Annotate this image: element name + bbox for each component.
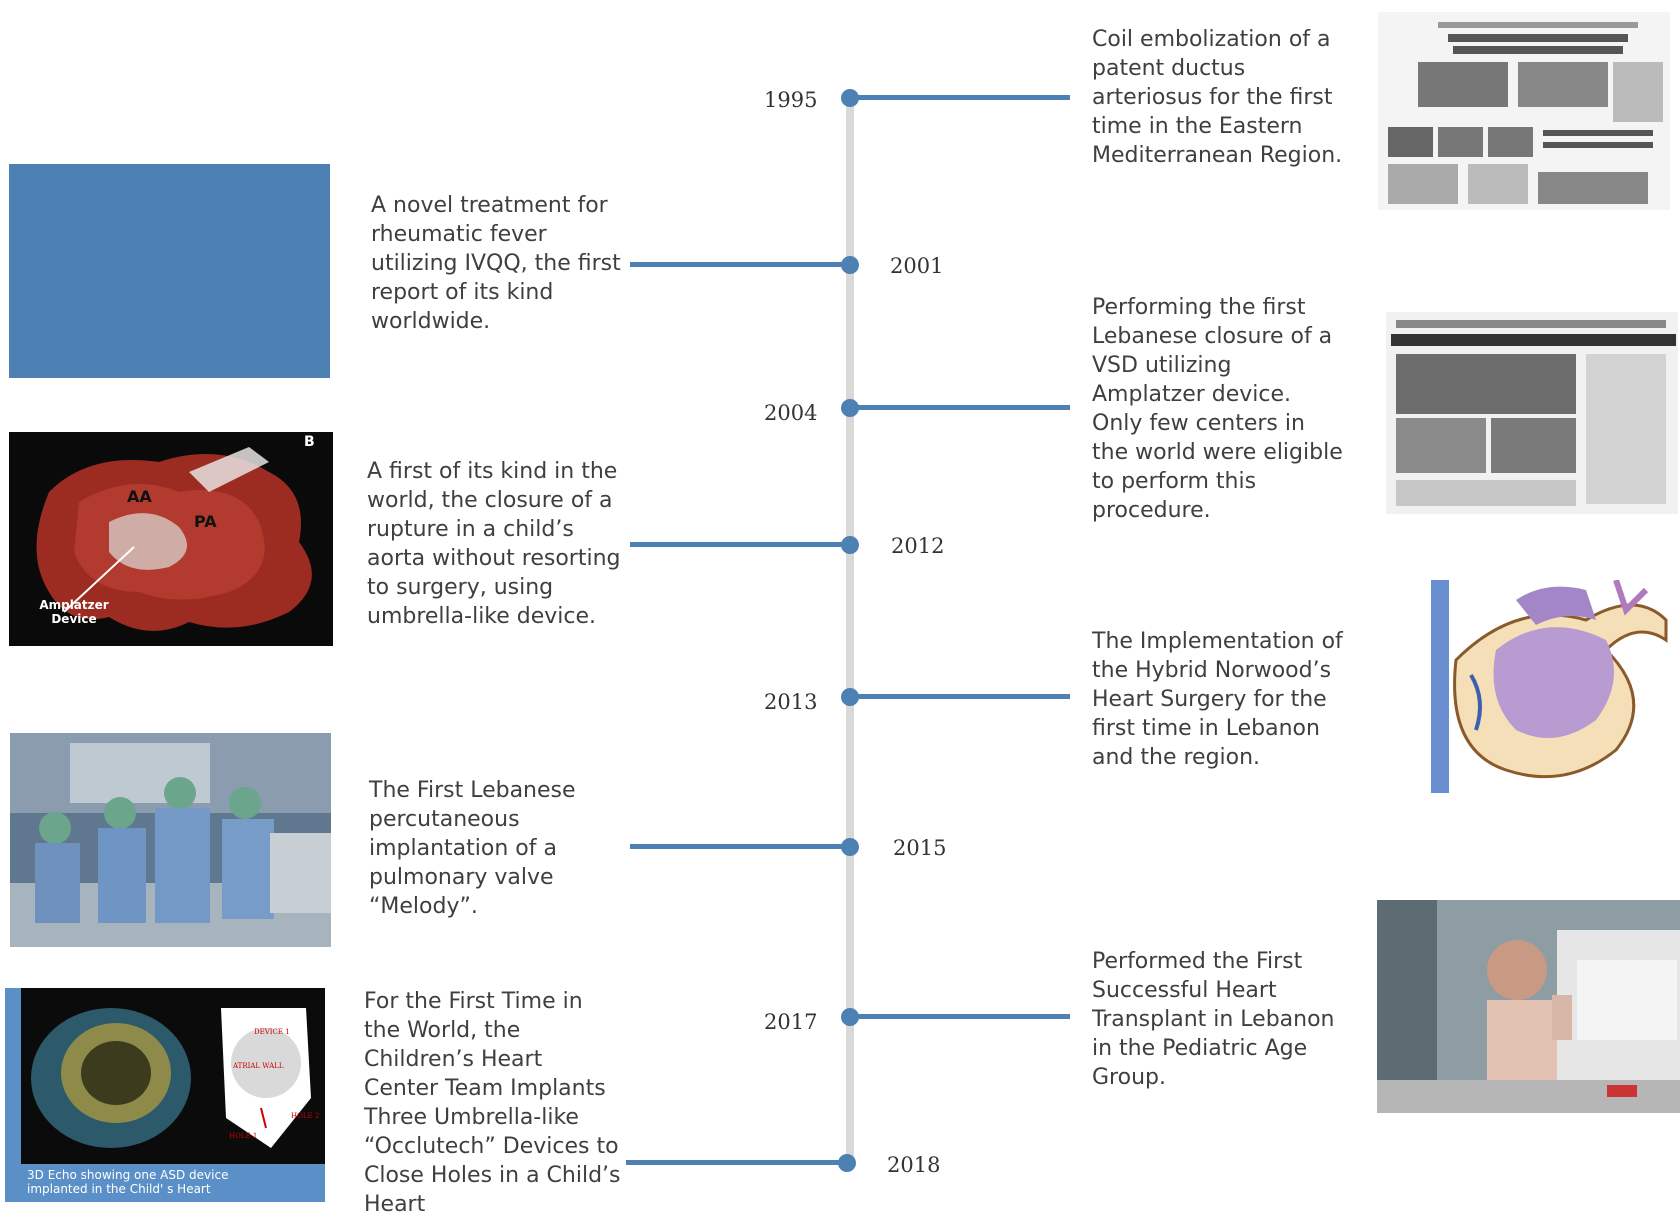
echo-label-wall: ATRIAL WALL: [232, 1062, 284, 1070]
year-label-2013: 2013: [764, 690, 818, 714]
timeline-dot-2001: [841, 256, 859, 274]
echo-label-hole1: HOLE 1: [229, 1132, 257, 1140]
connector-2004: [850, 405, 1070, 410]
event-text-2004: Performing the first Lebanese closure of…: [1092, 295, 1343, 523]
surgical-team-photo-2015: [10, 733, 331, 947]
event-text-1995: Coil embolization of a patent ductus art…: [1092, 27, 1343, 168]
aorta-panel-label: B: [304, 434, 315, 450]
aorta-label-device: Amplatzer Device: [39, 598, 109, 626]
year-label-1995: 1995: [764, 88, 818, 112]
echo-caption: 3D Echo showing one ASD device implanted…: [27, 1168, 229, 1196]
heart-illustration-2013: [1376, 580, 1678, 793]
connector-2018: [626, 1160, 846, 1165]
connector-2012: [630, 542, 850, 547]
connector-2013: [850, 694, 1070, 699]
aorta-label-aa: AA: [127, 487, 152, 506]
event-text-2012: A first of its kind in the world, the cl…: [367, 459, 621, 629]
echo-image-frame: DEVICE 1 ATRIAL WALL HOLE 1 HOLE 2: [21, 988, 325, 1164]
year-label-2001: 2001: [890, 254, 944, 278]
timeline-spine: [846, 96, 854, 1164]
year-label-2004: 2004: [764, 401, 818, 425]
year-label-2012: 2012: [891, 534, 945, 558]
event-text-2013: The Implementation of the Hybrid Norwood…: [1092, 629, 1343, 770]
newspaper-clipping-1995: [1378, 12, 1670, 210]
year-label-2015: 2015: [893, 836, 947, 860]
echo-image-2018: DEVICE 1 ATRIAL WALL HOLE 1 HOLE 2 3D Ec…: [5, 988, 325, 1202]
child-patient-photo-2017: [1377, 900, 1680, 1113]
connector-1995: [850, 95, 1070, 100]
newspaper-clipping-2004: [1386, 312, 1678, 514]
aorta-image-2012: AA PA B Amplatzer Device: [9, 432, 333, 646]
connector-2001: [630, 262, 850, 267]
placeholder-image-2001: [9, 164, 330, 378]
connector-2015: [630, 844, 850, 849]
event-text-2001: A novel treatment for rheumatic fever ut…: [371, 193, 621, 334]
echo-label-hole2: HOLE 2: [291, 1112, 319, 1120]
year-label-2018: 2018: [887, 1153, 941, 1177]
echo-label-device: DEVICE 1: [254, 1028, 290, 1036]
year-label-2017: 2017: [764, 1010, 818, 1034]
event-text-2017: Performed the First Successful Heart Tra…: [1092, 949, 1335, 1090]
timeline-dot-2018: [838, 1154, 856, 1172]
connector-2017: [850, 1014, 1070, 1019]
event-text-2018: For the First Time in the World, the Chi…: [364, 989, 621, 1217]
event-text-2015: The First Lebanese percutaneous implanta…: [369, 778, 576, 919]
timeline-dot-2015: [841, 838, 859, 856]
aorta-label-pa: PA: [194, 512, 217, 531]
timeline-dot-2012: [841, 536, 859, 554]
